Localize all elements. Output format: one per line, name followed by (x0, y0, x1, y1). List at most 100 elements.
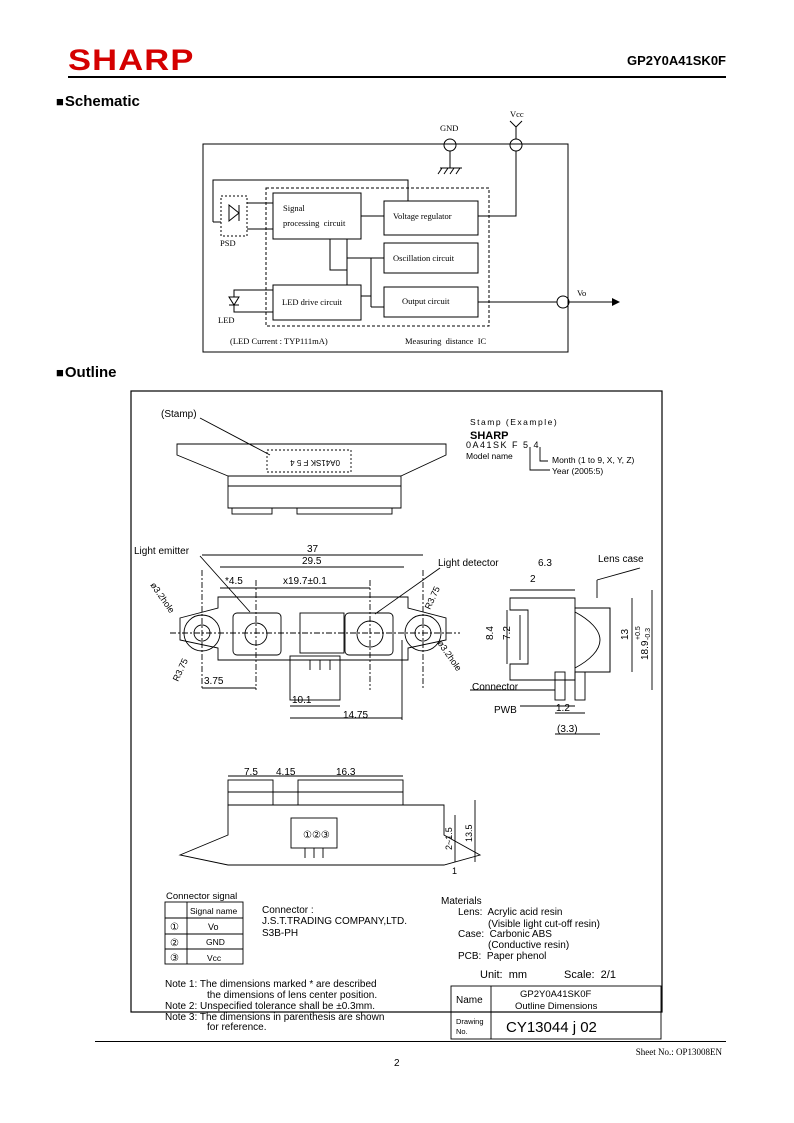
sheet-number: Sheet No.: OP13008EN (635, 1047, 722, 1057)
dim-14-75: 14.75 (343, 710, 368, 721)
stamp-view-body (176, 443, 447, 509)
vo-label: Vo (577, 288, 586, 298)
outline-drawing: (Stamp) Stamp (Example) SHARP 0A41SK F 5… (130, 390, 663, 1036)
dim-13-5: 13.5 (464, 824, 474, 842)
materials-line-5: PCB: Paper phenol (458, 951, 546, 962)
stamp-label: (Stamp) (161, 409, 197, 420)
signal-label-2: processing circuit (283, 218, 346, 228)
dim-6-3: 6.3 (538, 558, 552, 569)
outline-frame (130, 390, 663, 1013)
led-drive-label: LED drive circuit (282, 297, 343, 307)
materials-title: Materials (441, 896, 482, 907)
dim-37: 37 (307, 544, 319, 555)
stamp-code-inverted: 0A41SK F 5 4 (290, 458, 340, 467)
lens-case-label: Lens case (598, 554, 644, 565)
model-name-label: Model name (466, 451, 513, 461)
connector-label: Connector (472, 682, 519, 693)
note-3: Note 3: The dimensions in parenthesis ar… (165, 1012, 384, 1023)
psd-label: PSD (220, 238, 236, 248)
title-name-value-1: GP2Y0A41SK0F (520, 989, 591, 1000)
connector-row-1-num: ① (170, 922, 179, 933)
connector-signal-header: Signal name (190, 906, 238, 916)
dim-2: 2 (530, 574, 536, 585)
dim-18-9-tol-up: +0.5 (635, 626, 642, 640)
note-1: Note 1: The dimensions marked * are desc… (165, 979, 377, 990)
psd-box (220, 195, 248, 237)
dim-13: 13 (620, 628, 631, 640)
dim-2-1-5: 2~1.5 (444, 827, 454, 850)
connector-row-3-name: Vcc (207, 953, 222, 963)
light-detector-label: Light detector (438, 558, 499, 569)
schematic-frame (202, 143, 569, 353)
dim-16-3: 16.3 (336, 767, 356, 778)
materials-line-4: (Conductive resin) (488, 940, 569, 951)
outline-heading-text: Outline (64, 364, 117, 381)
footer-rule (95, 1041, 726, 1042)
title-drawing-label-2: No. (456, 1027, 468, 1036)
bullet-icon: ■ (56, 94, 64, 109)
title-drawing-no: CY13044 j 02 (506, 1019, 597, 1036)
dim-10-1: 10.1 (292, 695, 312, 706)
dim-4-5: *4.5 (225, 576, 243, 587)
psd-symbol (228, 203, 240, 223)
schematic-heading: ■Schematic (56, 93, 140, 110)
connector-info-2: J.S.T.TRADING COMPANY,LTD. (262, 916, 407, 927)
schematic-diagram: Vcc GND PSD LED Vo Signal processing cir… (202, 109, 620, 353)
connector-info-3: S3B-PH (262, 928, 298, 939)
voltage-regulator-block (383, 200, 479, 236)
dim-7-5: 7.5 (244, 767, 258, 778)
page-number: 2 (394, 1058, 400, 1069)
materials-line-2: (Visible light cut-off resin) (488, 919, 600, 930)
note-2: Note 2: Unspecified tolerance shall be ±… (165, 1001, 375, 1012)
connector-row-2-name: GND (206, 937, 225, 947)
vcc-label: Vcc (510, 109, 524, 119)
voltage-regulator-label: Voltage regulator (393, 211, 452, 221)
output-label: Output circuit (402, 296, 450, 306)
year-label: Year (2005:5) (552, 466, 603, 476)
connector-info-1: Connector : (262, 905, 314, 916)
measuring-ic-label: Measuring distance IC (405, 336, 487, 346)
sharp-logo: SHARP (68, 44, 195, 77)
bottom-view-body (178, 804, 482, 866)
connector-signal-title: Connector signal (166, 891, 237, 902)
scale-label: Scale: 2/1 (564, 969, 616, 981)
dim-7-2: 7.2 (502, 626, 513, 640)
led-drive-block (272, 284, 362, 321)
side-lens-case (574, 611, 601, 669)
pin-markers: ①②③ (303, 830, 330, 841)
dim-3-3: (3.3) (557, 724, 578, 735)
dim-29-5: 29.5 (302, 556, 322, 567)
title-name-value-2: Outline Dimensions (515, 1001, 598, 1012)
ic-dashed-box (265, 187, 490, 327)
month-label: Month (1 to 9, X, Y, Z) (552, 455, 635, 465)
led-current-label: (LED Current : TYP111mA) (230, 336, 328, 346)
detector-lens (344, 612, 394, 656)
dim-18-9: 18.9 (640, 640, 651, 660)
connector-body (289, 655, 341, 701)
vo-arrow-icon (612, 298, 620, 306)
part-number: GP2Y0A41SK0F (627, 53, 726, 68)
connector-signal-table (164, 901, 244, 965)
stamp-brand: SHARP (470, 430, 509, 442)
title-block-lower (450, 1011, 662, 1040)
title-name-label: Name (456, 995, 483, 1006)
dim-18-9-tol-dn: -0.3 (645, 628, 652, 640)
connector-row-2-num: ② (170, 938, 179, 949)
title-drawing-label-1: Drawing (456, 1017, 484, 1026)
dim-19-7: x19.7±0.1 (283, 576, 327, 587)
bullet-icon: ■ (56, 365, 64, 380)
dim-3-75: 3.75 (204, 676, 224, 687)
materials-line-1: Lens: Acrylic acid resin (458, 907, 563, 918)
signal-label-1: Signal (283, 203, 305, 213)
header-rule (68, 76, 726, 78)
unit-label: Unit: mm (480, 969, 527, 981)
stamp-code: 0A41SK F 5 4 (466, 440, 540, 450)
dim-4-15: 4.15 (276, 767, 296, 778)
emitter-lens (232, 612, 282, 656)
stamp-example-label: Stamp (Example) (470, 417, 558, 427)
outline-heading: ■Outline (56, 364, 117, 381)
light-emitter-label: Light emitter (134, 546, 190, 557)
note-1b: the dimensions of lens center position. (207, 990, 377, 1001)
dim-1-2: 1.2 (556, 703, 570, 714)
connector-row-1-name: Vo (208, 922, 219, 932)
